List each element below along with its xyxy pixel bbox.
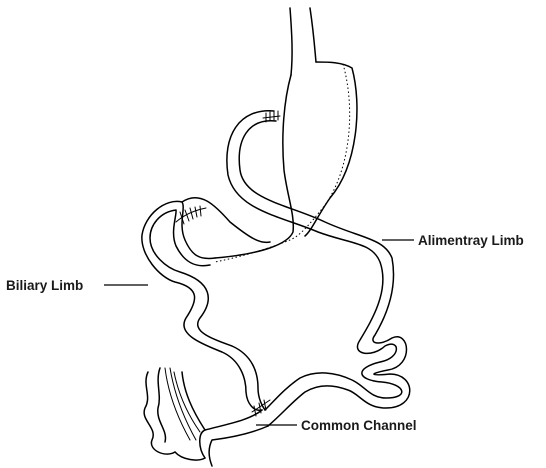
common-channel <box>200 410 268 466</box>
alimentary-limb-label: Alimentray Limb <box>418 233 524 248</box>
biliary-staple-line <box>176 206 206 224</box>
cecum <box>144 368 205 460</box>
biliary-limb <box>142 198 270 411</box>
esophagus <box>290 8 316 75</box>
alimentary-limb <box>227 111 410 426</box>
biliary-limb-label: Biliary Limb <box>6 278 83 293</box>
common-channel-label: Common Channel <box>301 418 417 433</box>
stomach <box>215 62 357 262</box>
